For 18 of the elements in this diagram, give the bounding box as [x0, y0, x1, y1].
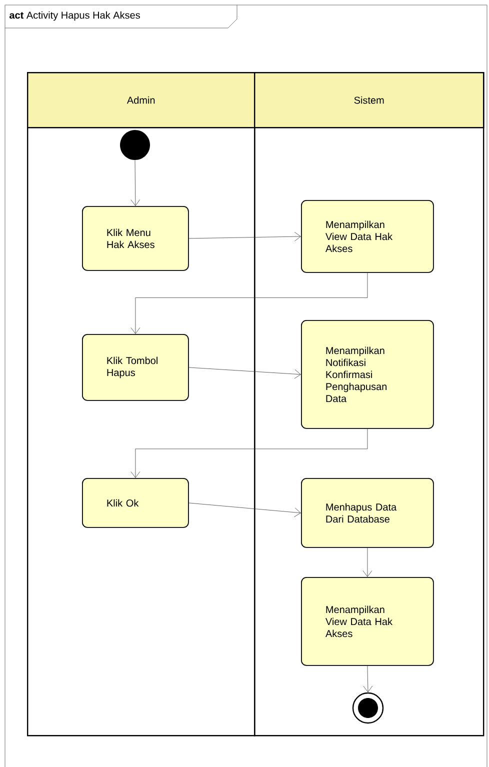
- arrow: [362, 548, 372, 577]
- arrow: [188, 367, 301, 379]
- arrow: [363, 666, 373, 692]
- arrow: [188, 232, 301, 242]
- title: act Activity Hapus Hak Akses: [10, 11, 140, 21]
- action-box: Menhapus Data Dari Database: [301, 478, 434, 548]
- action-box: Klik Tombol Hapus: [82, 334, 189, 401]
- arrow: [188, 502, 301, 518]
- action-box: Menampilkan View Data Hak Akses: [301, 577, 434, 666]
- action-box: Klik Ok: [82, 478, 189, 528]
- final-node: [352, 692, 384, 724]
- action-box: Klik Menu Hak Akses: [82, 206, 189, 271]
- arrow: [130, 160, 140, 206]
- arrow: [130, 428, 368, 478]
- action-box: Menampilkan Notifikasi Konfirmasi Penghapusan Data: [301, 320, 434, 429]
- arrow: [130, 272, 368, 334]
- action-box: Menampilkan View Data Hak Akses: [301, 200, 434, 273]
- initial-node: [120, 130, 150, 160]
